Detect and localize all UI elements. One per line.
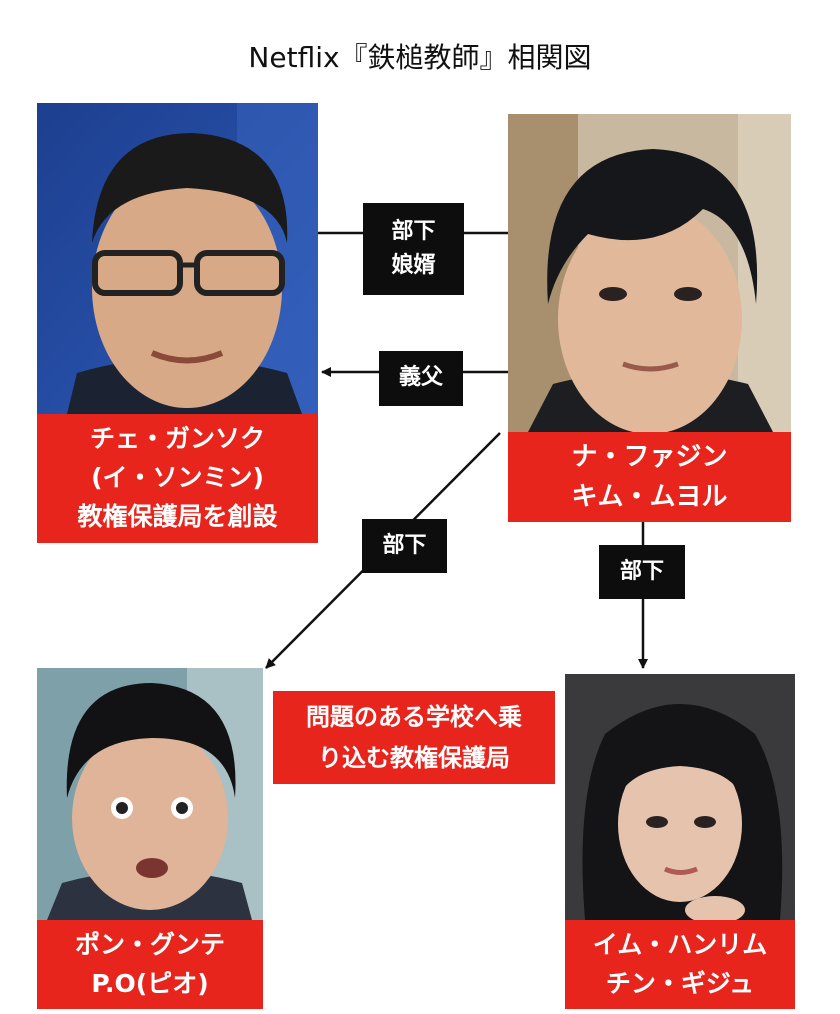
na-actor: キム・ムヨル — [571, 482, 728, 512]
relation-son-in-law-text: 娘婿 — [391, 253, 436, 278]
relation-label-subordinate-son-in-law: 部下 娘婿 — [363, 203, 464, 295]
character-card-na: ナ・ファジン キム・ムヨル — [508, 114, 791, 522]
relation-label-subordinate-right: 部下 — [599, 545, 685, 599]
pon-actor: P.O(ピオ) — [91, 968, 209, 998]
portrait-pon — [37, 668, 263, 920]
name-box-che: チェ・ガンソク (イ・ソンミン) 教権保護局を創設 — [37, 414, 318, 543]
relation-subordinate-text: 部下 — [391, 218, 436, 244]
note-box-education-rights-bureau: 問題のある学校へ乗 り込む教権保護局 — [273, 691, 555, 784]
relation-label-father-in-law: 義父 — [379, 351, 463, 406]
diagram-title: Netflix『鉄槌教師』相関図 — [248, 41, 592, 74]
note-line-1: 問題のある学校へ乗 — [306, 702, 522, 731]
na-name: ナ・ファジン — [571, 441, 728, 472]
name-box-im: イム・ハンリム チン・ギジュ — [565, 920, 795, 1009]
che-name: チェ・ガンソク — [89, 424, 265, 454]
pon-name: ポン・グンテ — [74, 929, 225, 959]
che-role: 教権保護局を創設 — [77, 501, 278, 531]
portrait-na — [508, 114, 791, 432]
note-line-2: り込む教権保護局 — [318, 743, 510, 772]
name-box-pon: ポン・グンテ P.O(ピオ) — [37, 920, 263, 1009]
che-actor: (イ・ソンミン) — [91, 463, 264, 493]
character-card-che: チェ・ガンソク (イ・ソンミン) 教権保護局を創設 — [37, 103, 318, 543]
name-box-na: ナ・ファジン キム・ムヨル — [508, 432, 791, 522]
relation-label-subordinate-left: 部下 — [362, 519, 447, 573]
im-name: イム・ハンリム — [592, 929, 768, 959]
im-actor: チン・ギジュ — [605, 968, 755, 998]
portrait-im — [565, 674, 795, 920]
portrait-che — [37, 103, 318, 414]
character-card-im: イム・ハンリム チン・ギジュ — [565, 674, 795, 1009]
character-card-pon: ポン・グンテ P.O(ピオ) — [37, 668, 263, 1009]
